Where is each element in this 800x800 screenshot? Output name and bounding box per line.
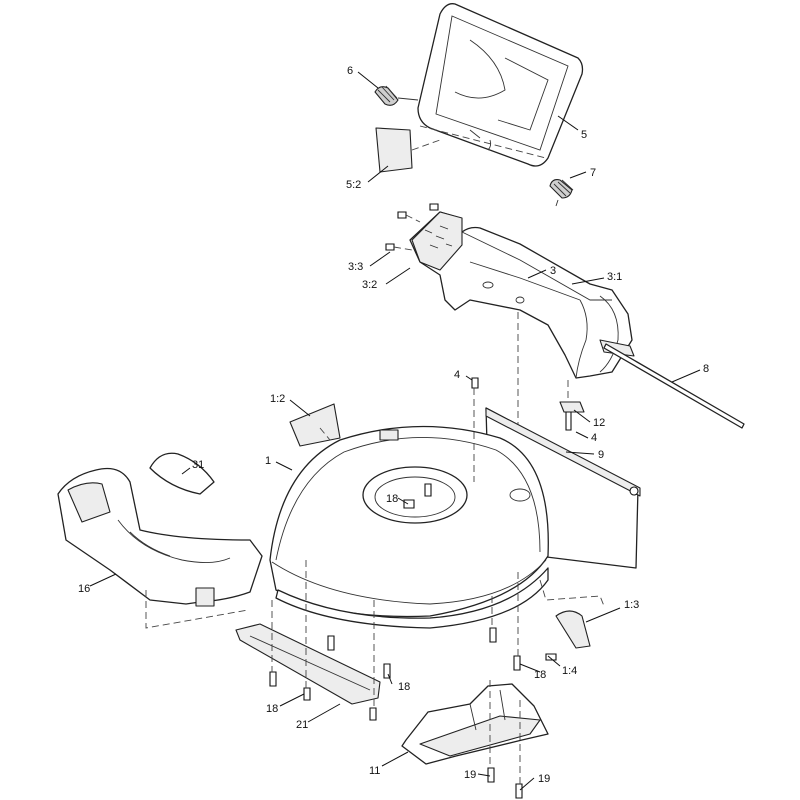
part-rod: [603, 343, 745, 429]
callout-9: 9: [598, 449, 604, 461]
callout-4-bottom: 4: [591, 432, 597, 444]
part-deck-flap: [289, 403, 341, 447]
part-small-screws: [385, 203, 439, 251]
callout-18-center: 18: [386, 493, 398, 505]
part-blade-clip: [545, 610, 591, 661]
callout-19-right: 19: [538, 773, 550, 785]
callout-3-2: 3:2: [362, 279, 377, 291]
callout-5-2: 5:2: [346, 179, 361, 191]
callout-11: 11: [369, 765, 380, 777]
part-screws: [269, 483, 523, 799]
callout-4-top: 4: [454, 369, 460, 381]
callout-1-3: 1:3: [624, 599, 639, 611]
callout-7: 7: [590, 167, 596, 179]
part-chute-plug: [57, 467, 263, 607]
callout-18-plate: 18: [398, 681, 410, 693]
assembly-lines: [145, 388, 605, 784]
callout-5: 5: [581, 129, 587, 141]
callout-labels: 6 5 5:2 7 3:3 3:2 3 3:1 8 4 12 4 9 1:2 1…: [78, 65, 709, 785]
callout-31: 31: [192, 459, 204, 471]
callout-3-1: 3:1: [607, 271, 622, 283]
callout-3: 3: [550, 265, 556, 277]
part-spring-left: [374, 85, 419, 106]
callout-18-right: 18: [534, 669, 546, 681]
callout-16: 16: [78, 583, 90, 595]
part-mower-deck: [269, 425, 549, 629]
callout-1-2: 1:2: [270, 393, 285, 405]
callout-19-left: 19: [464, 769, 476, 781]
callout-1-4: 1:4: [562, 665, 577, 677]
part-skid: [401, 683, 549, 765]
callout-8: 8: [703, 363, 709, 375]
callout-6: 6: [347, 65, 353, 77]
callout-12: 12: [593, 417, 605, 429]
part-flap-pad: [375, 127, 441, 173]
callout-18-left: 18: [266, 703, 278, 715]
callout-1: 1: [265, 455, 271, 467]
callout-3-3: 3:3: [348, 261, 363, 273]
part-handle-bracket: [409, 211, 635, 379]
part-rear-flap: [417, 3, 584, 167]
callout-21: 21: [296, 719, 308, 731]
leader-lines: [89, 71, 701, 791]
part-bracket-clip: [471, 312, 585, 480]
part-spring-right: [549, 179, 574, 207]
